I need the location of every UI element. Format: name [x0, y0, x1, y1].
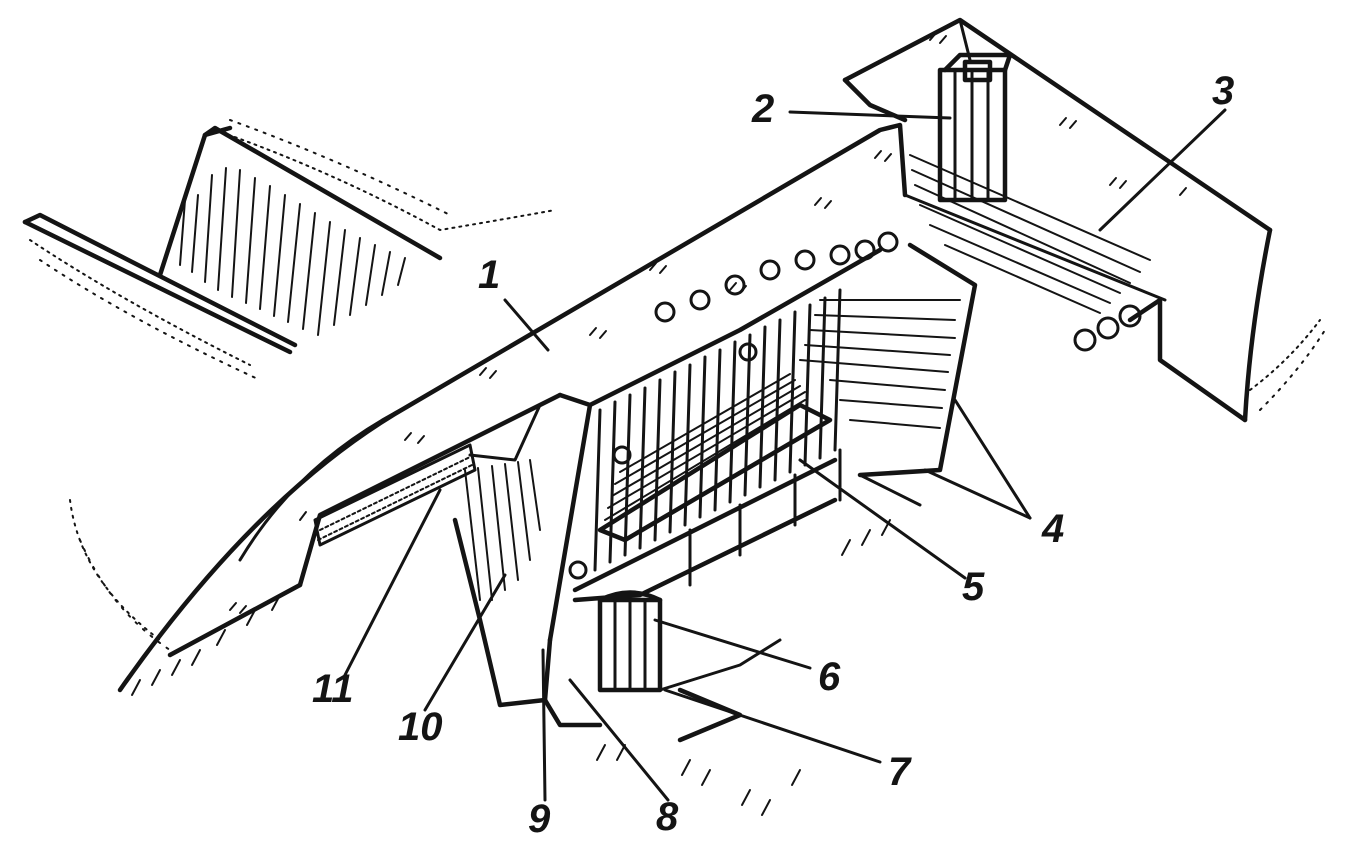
leader-line-8	[568, 678, 670, 802]
callout-5: 5	[962, 565, 985, 609]
callout-11: 11	[312, 667, 354, 711]
ground-hatch-left	[131, 594, 281, 696]
roller-row	[568, 231, 899, 580]
back-grating	[799, 242, 978, 507]
leader-line-3	[1098, 108, 1227, 232]
callout-1: 1	[478, 253, 500, 297]
leader-line-2	[788, 110, 952, 120]
main-wall	[117, 122, 908, 696]
leader-line-11	[343, 488, 442, 677]
ground-hatch-bottom	[596, 519, 891, 816]
callout-8: 8	[656, 795, 679, 839]
leader-line-5	[798, 458, 967, 580]
deck-legs	[688, 448, 842, 587]
soil-stipple-right	[1249, 319, 1326, 411]
deck	[597, 373, 842, 587]
left-embankment	[22, 119, 556, 651]
leader-lines	[343, 108, 1227, 802]
gate-2-tower	[937, 52, 1013, 203]
callout-4: 4	[1041, 507, 1064, 551]
lower-gate	[572, 497, 891, 816]
grating-lines	[799, 299, 961, 429]
right-bank	[842, 17, 1326, 423]
callout-6: 6	[818, 655, 841, 699]
pier-hatch	[464, 459, 541, 601]
callout-10: 10	[398, 705, 443, 749]
gate-grid	[568, 231, 899, 593]
leader-line-4	[953, 398, 1032, 520]
soil-stipple-left	[29, 119, 556, 651]
retaining-wall-hatch	[179, 167, 406, 336]
callout-7: 7	[888, 750, 912, 794]
callout-labels: 1 2 3 4 5 6 7 8 9 10 11	[312, 69, 1234, 841]
right-hatch	[929, 32, 1187, 196]
leader-line-9	[541, 648, 547, 802]
wall-top-hatch	[229, 150, 892, 614]
mesh-strip	[313, 443, 477, 547]
deck-planks	[604, 373, 806, 521]
center-piers	[452, 392, 603, 728]
callout-9: 9	[528, 797, 551, 841]
leader-line-4-1	[923, 468, 1032, 520]
leader-line-7	[663, 688, 882, 764]
leader-line-10	[423, 573, 507, 712]
right-rollers	[1073, 304, 1142, 352]
callout-2: 2	[751, 87, 774, 131]
vertical-bars	[593, 288, 842, 572]
channel-lines	[909, 154, 1151, 314]
leader-line-1	[503, 298, 550, 352]
callout-3: 3	[1212, 69, 1234, 113]
leader-line-6	[653, 618, 812, 670]
